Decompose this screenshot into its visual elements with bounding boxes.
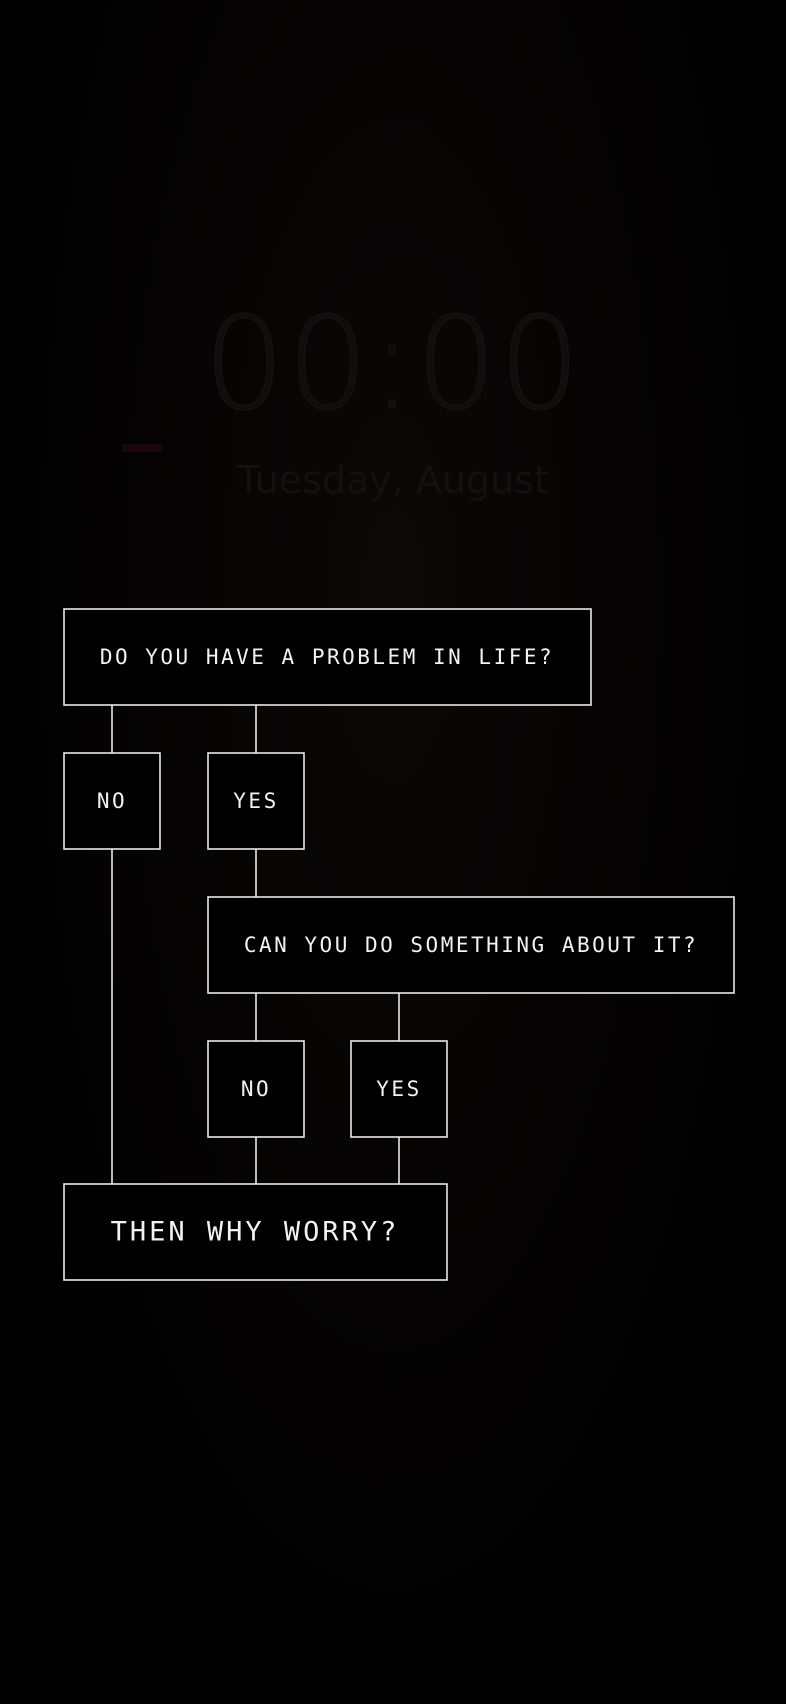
answer-1-no-label: NO (97, 789, 127, 813)
answer-1-no-box: NO (63, 752, 161, 850)
lockscreen-clock: 00:00 (203, 290, 583, 440)
answer-1-yes-label: YES (233, 789, 278, 813)
question-1-box: DO YOU HAVE A PROBLEM IN LIFE? (63, 608, 592, 706)
question-2-box: CAN YOU DO SOMETHING ABOUT IT? (207, 896, 735, 994)
answer-2-no-box: NO (207, 1040, 305, 1138)
conclusion-label: THEN WHY WORRY? (111, 1217, 400, 1248)
answer-2-yes-box: YES (350, 1040, 448, 1138)
conclusion-box: THEN WHY WORRY? (63, 1183, 448, 1281)
answer-1-yes-box: YES (207, 752, 305, 850)
answer-2-yes-label: YES (376, 1077, 421, 1101)
question-1-label: DO YOU HAVE A PROBLEM IN LIFE? (100, 645, 554, 669)
question-2-label: CAN YOU DO SOMETHING ABOUT IT? (244, 933, 698, 957)
answer-2-no-label: NO (241, 1077, 271, 1101)
faint-notification-mark (122, 444, 162, 452)
lockscreen-date: Tuesday, August (237, 458, 549, 502)
